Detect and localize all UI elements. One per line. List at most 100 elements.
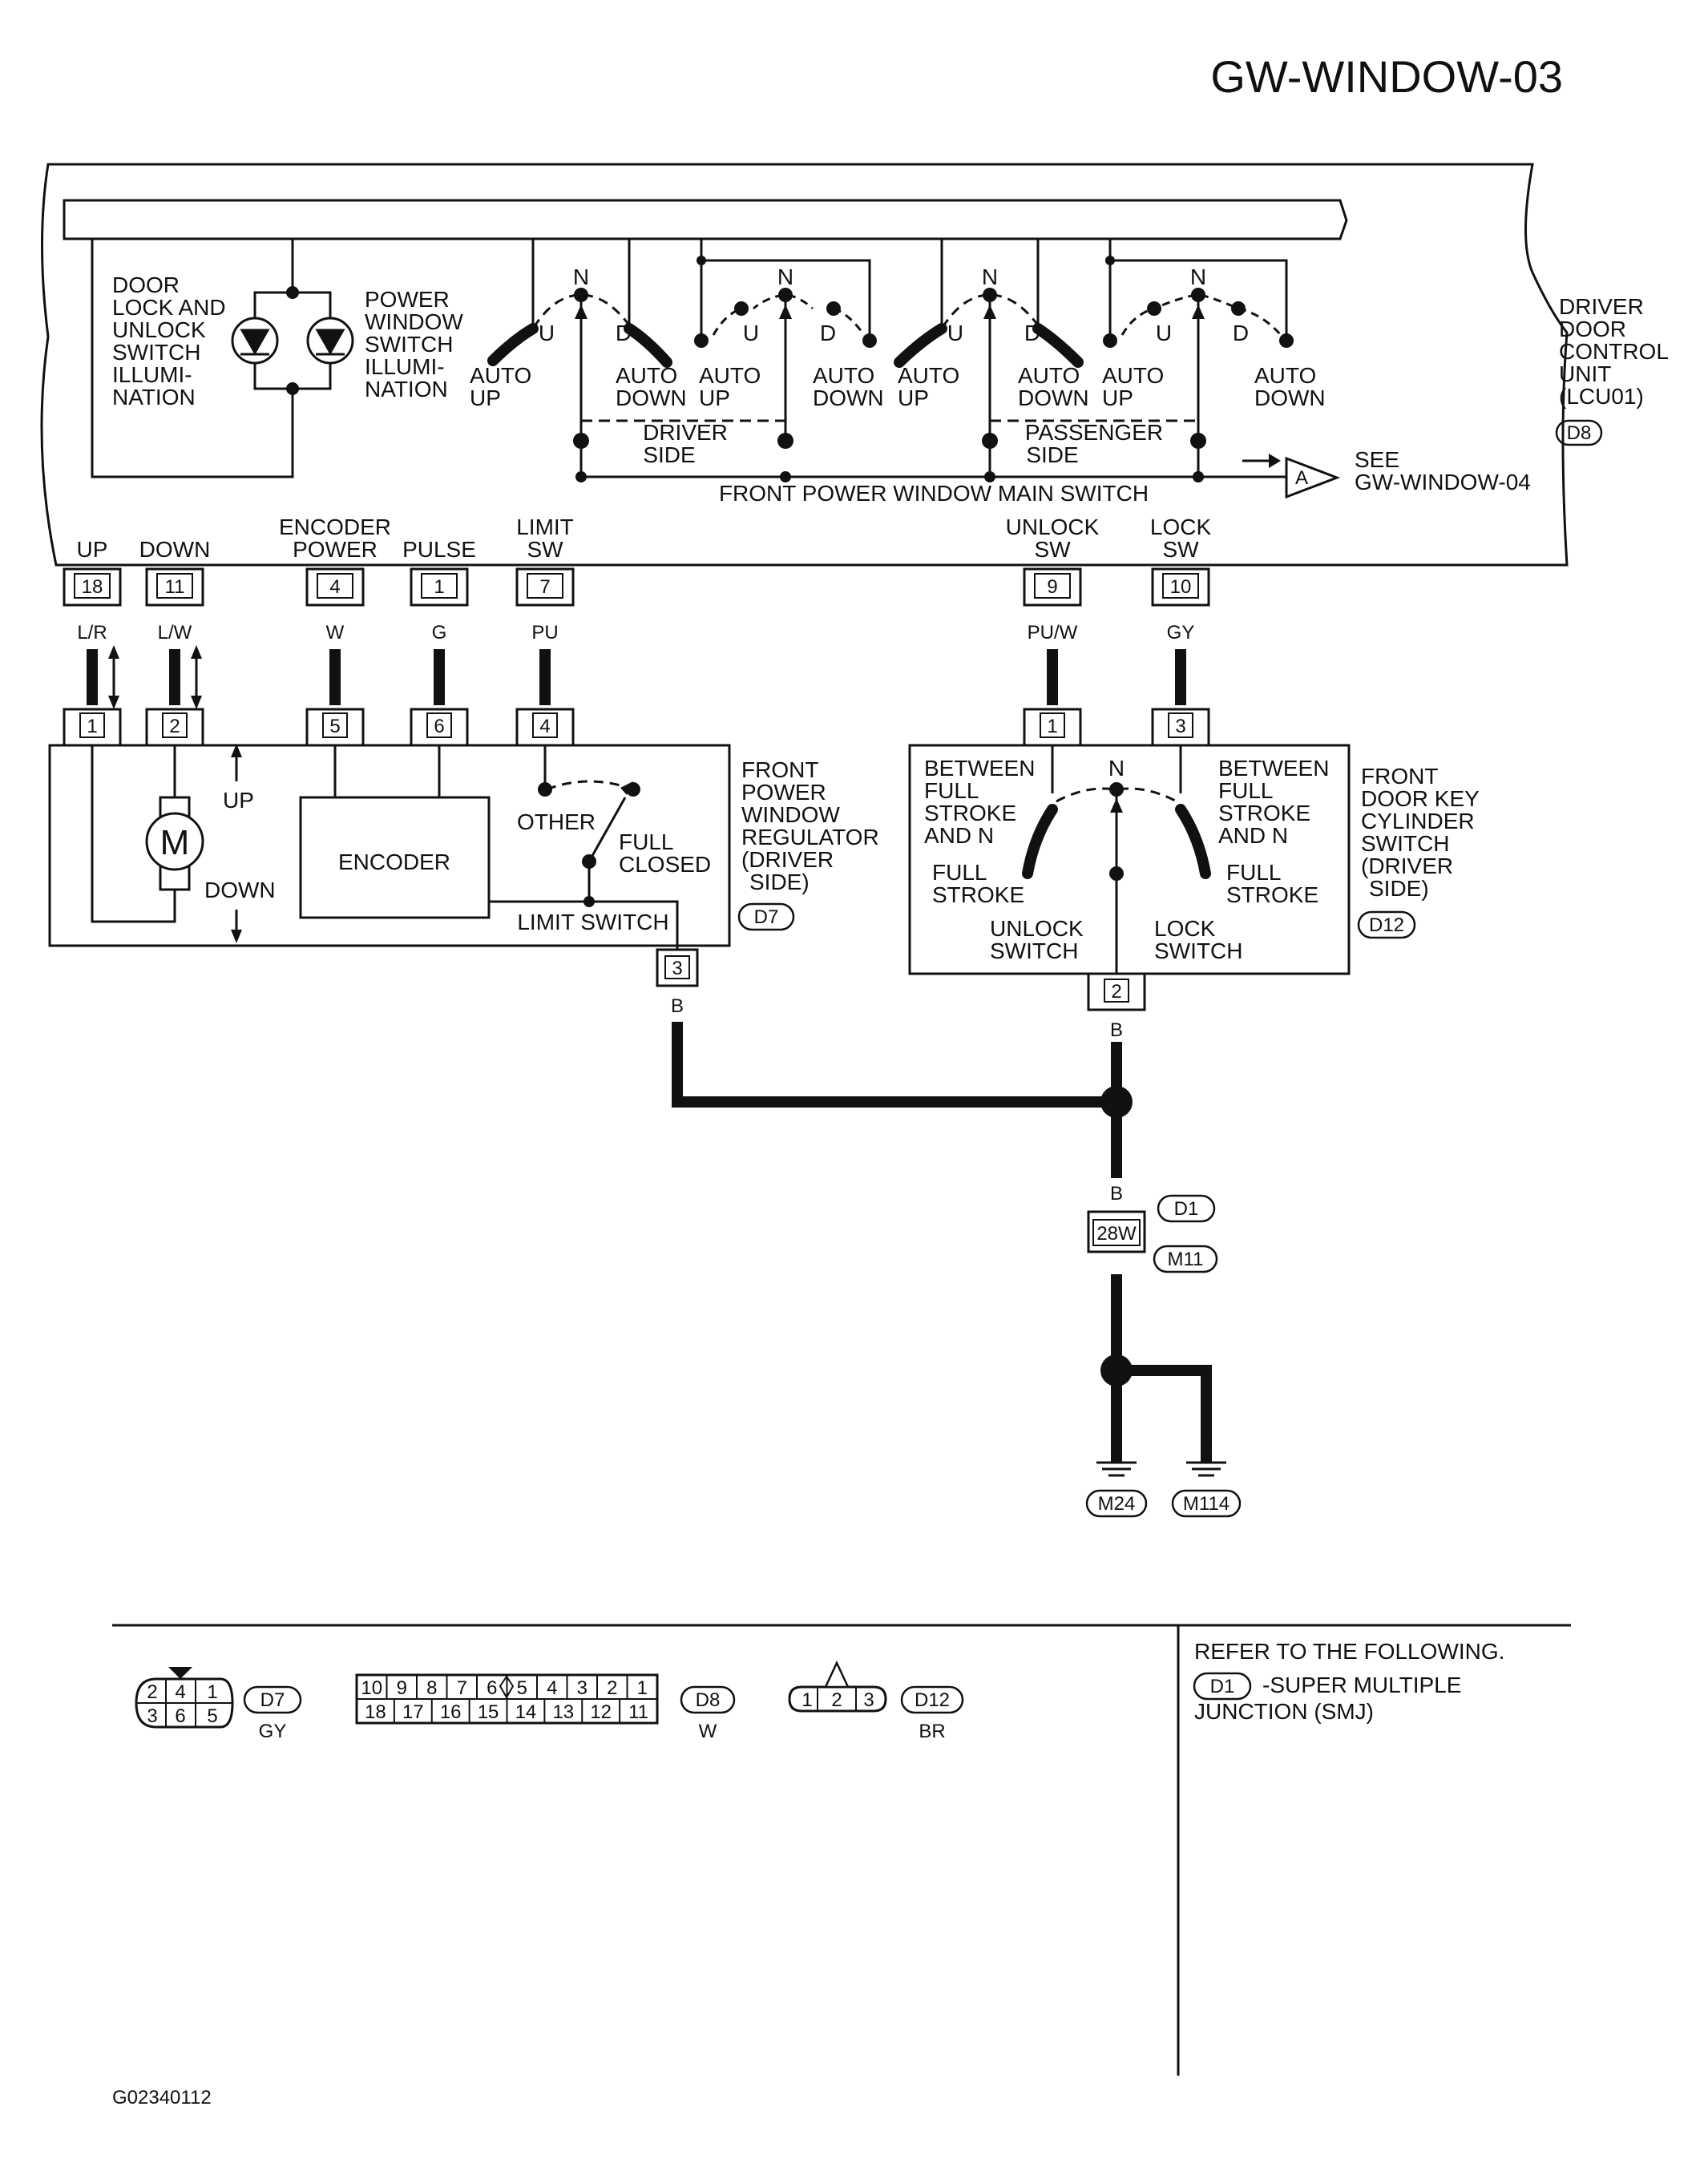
terminal-name: PULSE (402, 537, 476, 562)
regulator-label-line: POWER (741, 780, 826, 805)
d8-pin: 7 (457, 1677, 467, 1699)
offpage-letter: A (1295, 467, 1308, 489)
junction-conn-top: D1 (1174, 1198, 1199, 1220)
d8-pin: 3 (577, 1677, 588, 1699)
led-icon (306, 317, 354, 365)
between-right-label: AND N (1218, 823, 1288, 848)
switch-d-label: D (1233, 321, 1249, 345)
component-pin: 4 (539, 716, 550, 737)
d8-pin: 17 (402, 1701, 424, 1723)
lcu-label-line: DOOR (1559, 317, 1626, 341)
auto-up-label: UP (898, 385, 929, 410)
key-switch-n-label: N (1108, 756, 1125, 781)
switch-n-label: N (777, 264, 793, 289)
between-right-label: BETWEEN (1218, 756, 1329, 781)
junction-conn-bottom: M11 (1168, 1249, 1204, 1270)
main-switch-common-line: A SEE GW-WINDOW-04 FRONT POWER WINDOW MA… (581, 441, 1531, 506)
illum-left-line: SWITCH (112, 340, 200, 365)
lcu-pin: 7 (539, 576, 550, 598)
regulator-label-line: SIDE) (749, 870, 810, 894)
figure-id: G02340112 (112, 2087, 212, 2109)
passenger-side-window-switch: N U D N U D AUTO UP AUTO DOWN AUTO UP AU… (894, 239, 1326, 482)
lock-switch-label: SWITCH (1154, 938, 1242, 963)
d7-pin: 6 (175, 1705, 185, 1727)
lock-switch-label: LOCK (1154, 916, 1216, 941)
motor-symbol: M (160, 823, 190, 862)
terminal-name: UP (77, 537, 108, 562)
d8-pin: 13 (552, 1701, 574, 1723)
component-pin: 3 (1175, 716, 1185, 737)
component-pin: 6 (434, 716, 444, 737)
ground-wire-label: B (1110, 1430, 1123, 1451)
lcu-label-line: CONTROL (1559, 339, 1669, 364)
ground-right-id: M114 (1183, 1493, 1230, 1515)
motor-icon: M (145, 812, 204, 871)
illumination-circuit: DOOR LOCK AND UNLOCK SWITCH ILLUMI- NATI… (91, 239, 463, 478)
auto-down-label: DOWN (616, 385, 687, 410)
full-stroke-right-label: FULL (1226, 860, 1281, 885)
connector-face-d7: 2 4 1 3 6 5 D7 GY (135, 1667, 302, 1742)
key-switch-label-line: SIDE) (1369, 876, 1429, 901)
terminal-name: SW (1162, 537, 1199, 562)
illum-right-line: ILLUMI- (365, 354, 445, 379)
component-pin: 1 (87, 716, 97, 737)
wire-color: PU (531, 622, 558, 644)
d8-pin: 10 (361, 1677, 382, 1699)
d7-pin: 5 (207, 1705, 217, 1727)
d8-pin: 2 (607, 1677, 617, 1699)
unlock-switch-label: SWITCH (990, 938, 1078, 963)
other-label: OTHER (517, 809, 596, 834)
switch-d-label: D (820, 321, 836, 345)
down-arrow-icon (231, 910, 242, 943)
ground-icon (1096, 1461, 1137, 1477)
key-switch-label-line: DOOR KEY (1361, 786, 1480, 811)
auto-up-label: AUTO (699, 363, 761, 388)
passenger-side-label: SIDE (1026, 442, 1078, 467)
passenger-side-label: PASSENGER (1025, 420, 1163, 445)
between-right-label: STROKE (1218, 801, 1310, 825)
terminals: UP18L/R1DOWN11L/W2ENCODERPOWER4W5PULSE1G… (63, 515, 1211, 747)
key-switch-label-line: SWITCH (1361, 831, 1449, 856)
regulator-label-line: REGULATOR (741, 825, 879, 849)
ground-icon (1186, 1461, 1226, 1477)
regulator-label-line: WINDOW (741, 802, 840, 827)
illum-right-line: POWER (365, 287, 450, 312)
regulator-down-label: DOWN (204, 878, 276, 902)
d12-id: D12 (915, 1689, 950, 1711)
connector-face-d12: 1 2 3 D12 BR (788, 1661, 964, 1742)
switch-u-label: U (1156, 321, 1172, 345)
auto-up-label: UP (699, 385, 730, 410)
regulator-up-label: UP (223, 788, 254, 813)
lcu-label-line: (LCU01) (1559, 384, 1644, 409)
full-closed-label: CLOSED (619, 852, 711, 877)
terminal-name: POWER (293, 537, 378, 562)
terminal-name: ENCODER (279, 515, 391, 539)
wire-color: GY (1167, 622, 1195, 644)
terminal-name: UNLOCK (1006, 515, 1100, 539)
auto-down-label: AUTO (813, 363, 874, 388)
illum-left-line: NATION (112, 385, 196, 410)
auto-down-label: AUTO (1254, 363, 1316, 388)
window-regulator: M UP DOWN ENCODER OTHER FULL CLOSED LIMI… (48, 744, 879, 1017)
lcu-pin: 1 (434, 576, 444, 598)
d8-pin: 4 (547, 1677, 557, 1699)
lcu-pin: 9 (1047, 576, 1057, 598)
auto-up-label: UP (470, 385, 501, 410)
component-pin: 1 (1047, 716, 1057, 737)
refer-conn: D1 (1210, 1676, 1235, 1697)
lcu-pin: 10 (1170, 576, 1192, 598)
illum-right-line: NATION (365, 377, 448, 402)
auto-down-label: DOWN (1254, 385, 1326, 410)
illum-right-line: WINDOW (365, 309, 463, 334)
driver-side-label: SIDE (643, 442, 695, 467)
regulator-connector-id: D7 (754, 906, 779, 928)
wire-color: L/W (158, 622, 192, 644)
d8-pin: 16 (440, 1701, 462, 1723)
driver-door-control-unit (40, 163, 1569, 567)
lcu-label-line: UNIT (1559, 361, 1611, 386)
